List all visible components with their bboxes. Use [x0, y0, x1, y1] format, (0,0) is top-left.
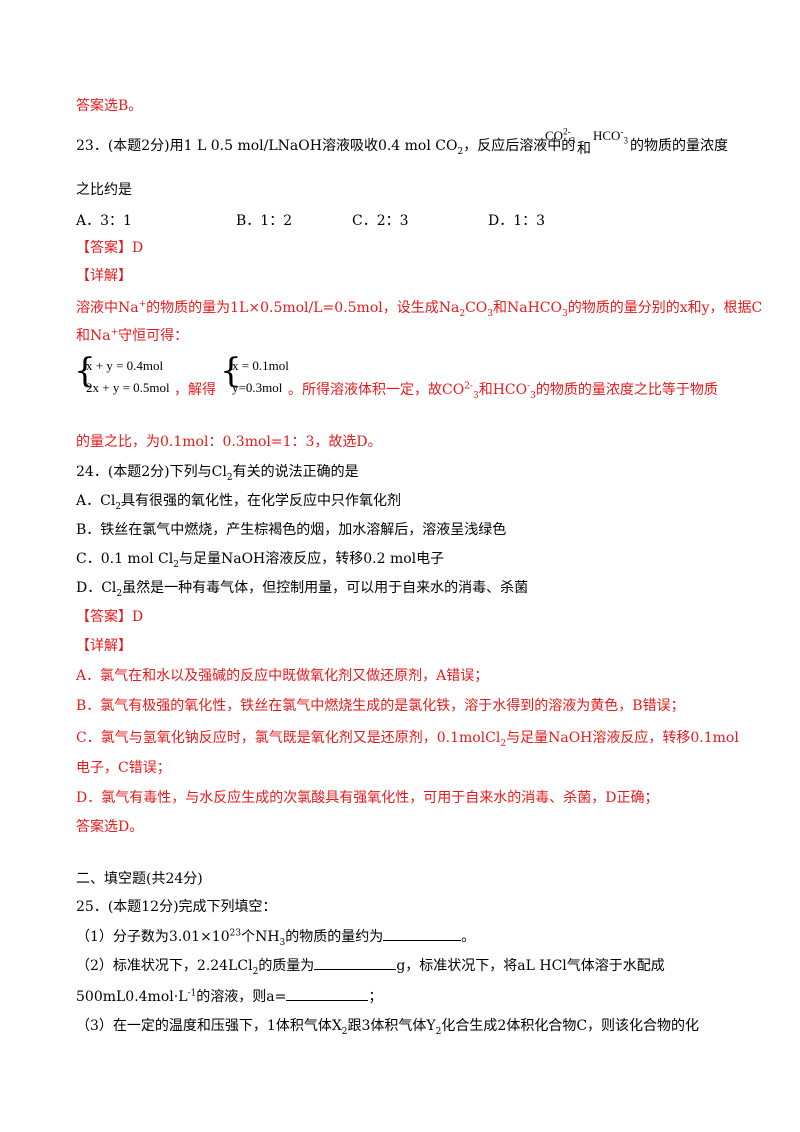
blank-3[interactable]	[286, 986, 369, 1001]
q24-option-c: C．0.1 mol Cl2与足量NaOH溶液反应，转移0.2 mol电子	[76, 551, 445, 570]
q23-stem-text: 23．(本题2分)用1 L 0.5 mol/LNaOH溶液吸收0.4 mol C…	[76, 138, 458, 154]
q23-detail-line4: 的量之比，为0.1mol：0.3mol=1：3，故选D。	[76, 434, 382, 450]
q25-part1: （1）分子数为3.01×1023个NH3的物质的量约为。	[76, 926, 475, 947]
blank-1[interactable]	[383, 926, 462, 941]
q24-option-d: D．Cl2虽然是一种有毒气体，但控制用量，可以用于自来水的消毒、杀菌	[76, 580, 529, 599]
q25-stem: 25．(本题12分)完成下列填空：	[76, 899, 277, 915]
q23-stem-line1: 23．(本题2分)用1 L 0.5 mol/LNaOH溶液吸收0.4 mol C…	[76, 138, 576, 157]
q24-answer: 【答案】D	[76, 609, 144, 625]
left-brace-2: {	[220, 351, 242, 391]
q24-final: 答案选D。	[76, 819, 144, 835]
q23-stem-line2: 之比约是	[76, 182, 132, 198]
q24-explanation-c: C．氯气与氢氧化钠反应时，氯气既是氧化剂又是还原剂，0.1molCl2与足量Na…	[76, 730, 739, 749]
q24-detail-label: 【详解】	[76, 638, 132, 654]
blank-2[interactable]	[314, 955, 397, 970]
solution-2: y=0.3mol	[232, 380, 283, 395]
q23-option-c: C．2：3	[352, 213, 409, 229]
q24-option-a: A．Cl2具有很强的氧化性，在化学反应中只作氧化剂	[76, 493, 402, 512]
q23-option-d: D．1：3	[488, 213, 546, 229]
q24-explanation-d: D．氯气有毒性，与水反应生成的次氯酸具有强氧化性，可用于自来水的消毒、杀菌，D正…	[76, 790, 659, 806]
q24-explanation-c-2: 电子，C错误；	[76, 760, 171, 776]
q25-part2-line2: 500mL0.4mol·L-1的溶液，则a=；	[76, 986, 382, 1007]
q23-detail-label: 【详解】	[76, 268, 132, 284]
q23-detail-line3: 。所得溶液体积一定，故CO2-3和HCO-3的物质的量浓度之比等于物质	[288, 381, 718, 401]
solution-1: x = 0.1mol	[232, 358, 289, 373]
equation-1: x + y = 0.4mol	[86, 358, 164, 373]
q23-answer: 【答案】D	[76, 240, 144, 256]
co3-ion: CO2-3	[545, 126, 576, 146]
previous-answer: 答案选B。	[76, 98, 143, 114]
q23-detail-line2: 和Na+守恒可得：	[76, 327, 189, 344]
q23-stem-text-b: ，反应后溶液中的	[463, 138, 576, 154]
q23-option-b: B．1：2	[236, 213, 293, 229]
q23-option-a: A．3：1	[76, 213, 132, 229]
left-brace: {	[74, 351, 96, 391]
q23-stem-tail: 的物质的量浓度	[630, 138, 728, 154]
hco3-ion: HCO-3	[593, 126, 628, 146]
q24-explanation-b: B．氯气有极强的氧化性，铁丝在氯气中燃烧生成的是氯化铁，溶于水得到的溶液为黄色，…	[76, 698, 685, 714]
solve-word: ，解得	[174, 382, 216, 398]
equation-2: 2x + y = 0.5mol	[86, 380, 170, 395]
q24-stem: 24．(本题2分)下列与Cl2有关的说法正确的是	[76, 464, 359, 483]
q24-explanation-a: A．氯气在和水以及强碱的反应中既做氧化剂又做还原剂，A错误；	[76, 668, 489, 684]
section-title: 二、填空题(共24分)	[76, 871, 203, 887]
and-word: 和	[577, 142, 591, 157]
q23-detail-line1: 溶液中Na+的物质的量为1L×0.5mol/L=0.5mol，设生成Na2CO3…	[76, 299, 763, 319]
q24-option-b: B．铁丝在氯气中燃烧，产生棕褐色的烟，加水溶解后，溶液呈浅绿色	[76, 522, 507, 538]
q25-part3: （3）在一定的温度和压强下，1体积气体X2跟3体积气体Y2化合生成2体积化合物C…	[76, 1018, 700, 1037]
